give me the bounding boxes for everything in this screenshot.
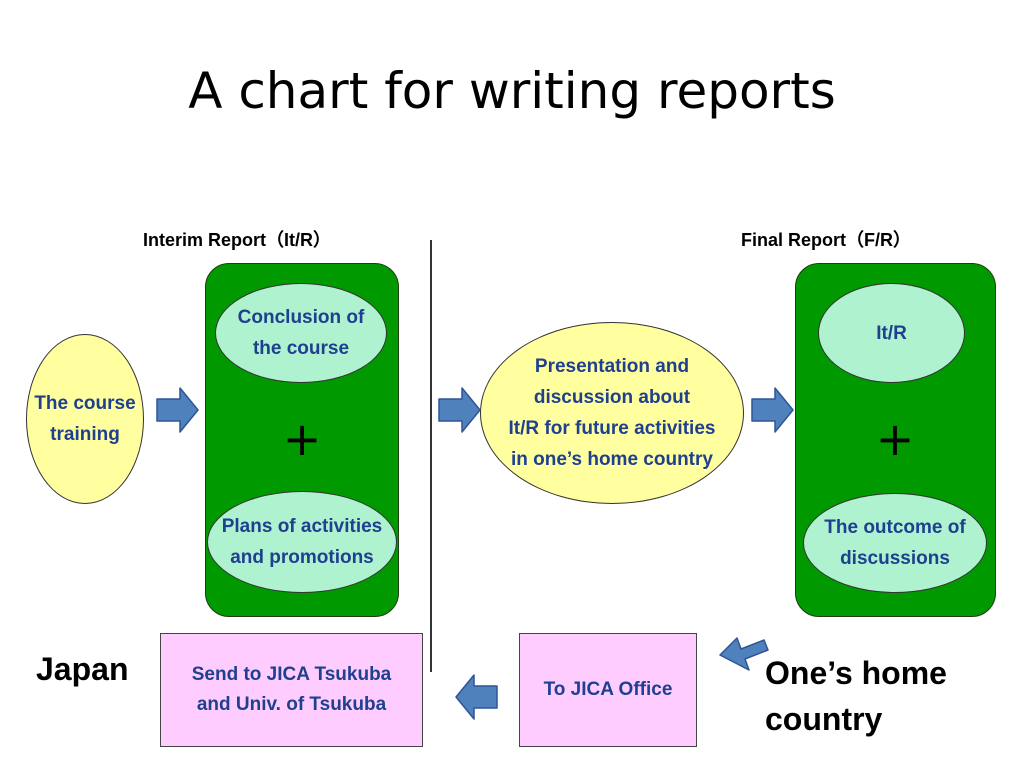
arrow-right-icon	[751, 387, 794, 433]
arrow-right-icon	[156, 387, 199, 433]
conclusion-oval: Conclusion of the course	[215, 283, 387, 383]
home-country-label: One’s home country	[765, 655, 947, 737]
send-jica-box: Send to JICA Tsukuba and Univ. of Tsukub…	[160, 633, 423, 747]
plus-sign-right: +	[875, 412, 915, 466]
final-report-header: Final Report（F/R）	[741, 230, 911, 250]
interim-report-header: Interim Report（It/R）	[143, 230, 332, 250]
japan-label: Japan	[36, 651, 129, 687]
itr-oval: It/R	[818, 283, 965, 383]
divider-line	[430, 240, 432, 672]
arrow-right-icon	[438, 387, 481, 433]
outcome-oval: The outcome of discussions	[803, 493, 987, 593]
plans-oval: Plans of activities and promotions	[207, 491, 397, 593]
page-title: A chart for writing reports	[188, 62, 836, 120]
to-jica-office-box: To JICA Office	[519, 633, 697, 747]
course-training-oval: The course training	[26, 334, 144, 504]
arrow-down-left-icon	[719, 637, 769, 671]
plus-sign-left: +	[282, 412, 322, 466]
presentation-oval: Presentation and discussion about It/R f…	[480, 322, 744, 504]
arrow-left-icon	[455, 674, 498, 720]
